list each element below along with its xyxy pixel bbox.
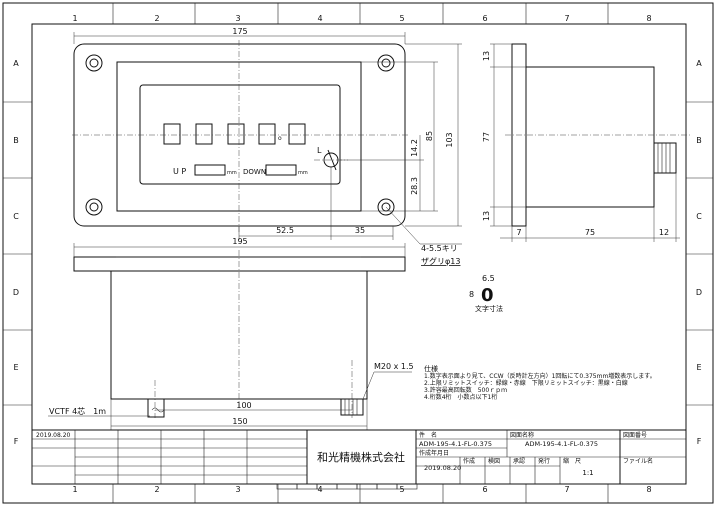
grid-col-5: 5 — [399, 14, 404, 23]
spec-line-4: 4.桁数4桁 小数点以下1桁 — [424, 393, 497, 401]
dim-side-75: 75 — [585, 228, 595, 237]
char-label: 文字寸法 — [475, 304, 503, 313]
down-label: DOWN — [243, 168, 266, 176]
tb-item-value: ADM-195-4.1-FL-0.375 — [419, 440, 492, 448]
grid-col-4-bottom: 4 — [317, 485, 322, 494]
tb-scale-value: 1:1 — [582, 469, 593, 477]
tb-scale-label: 縮 尺 — [563, 457, 581, 465]
dim-side-13-bottom: 13 — [482, 211, 491, 221]
mounting-holes — [85, 54, 395, 216]
spec-title: 仕様 — [424, 364, 438, 373]
grid-col-3-bottom: 3 — [235, 485, 240, 494]
grid-col-2-bottom: 2 — [154, 485, 159, 494]
down-unit: mm — [298, 170, 308, 176]
tb-company: 和光精機株式会社 — [317, 450, 405, 464]
dim-side-13-top: 13 — [482, 51, 491, 61]
grid-col-7-bottom: 7 — [564, 485, 569, 494]
tb-drawing-name-value: ADM-195-4.1-FL-0.375 — [525, 440, 598, 448]
dim-side-7: 7 — [516, 228, 521, 237]
front-window — [139, 84, 341, 185]
dim-195: 195 — [232, 237, 247, 246]
grid-row-c: C — [13, 212, 19, 221]
tb-check-label: 検図 — [488, 457, 500, 465]
tb-created-value: 2019.08.20 — [424, 464, 461, 472]
spec-line-2: 2.上限リミットスイッチ：緑線・赤線 下限リミットスイッチ：黒線・白線 — [424, 379, 628, 387]
grid-col-1-bottom: 1 — [72, 485, 77, 494]
shaft-l-mark: L — [317, 146, 322, 155]
grid-col-3: 3 — [235, 14, 240, 23]
tb-drawing-no-label: 図面番号 — [623, 432, 647, 439]
up-unit: mm — [227, 170, 237, 176]
side-connector — [653, 142, 677, 174]
grid-row-d-right: D — [696, 288, 702, 297]
dim-150: 150 — [232, 417, 247, 426]
spec-line-1: 1.数字表示面より見て、CCW（反時計左方向）1回転にて0.375mm増数表示し… — [424, 372, 656, 380]
title-block: 2019.08.20 和光精機株式会社 件 名 ADM-195-4.1-FL-0… — [31, 429, 687, 490]
counter-digits — [163, 123, 306, 145]
grid-row-d: D — [13, 288, 19, 297]
dim-52-5: 52.5 — [276, 226, 294, 235]
tb-item-label: 件 名 — [419, 431, 437, 439]
grid-col-5-bottom: 5 — [399, 485, 404, 494]
grid-row-f: F — [14, 437, 19, 446]
grid-row-c-right: C — [696, 212, 702, 221]
grid-row-a: A — [13, 59, 19, 68]
grid-col-1: 1 — [72, 14, 77, 23]
grid-col-4: 4 — [317, 14, 322, 23]
grid-col-2: 2 — [154, 14, 159, 23]
dim-28-3: 28.3 — [410, 177, 419, 195]
tb-drawing-name-label: 図面名称 — [510, 431, 534, 439]
thread-note: M20 x 1.5 — [374, 362, 414, 371]
grid-row-f-right: F — [697, 437, 702, 446]
cable-gland — [147, 398, 165, 418]
bottom-flange — [73, 256, 406, 272]
grid-row-b: B — [13, 136, 19, 145]
grid-row-e: E — [13, 363, 18, 372]
char-w: 8 — [469, 290, 474, 299]
dim-103: 103 — [445, 132, 454, 147]
char-digit: 0 — [481, 285, 494, 306]
grid-col-6: 6 — [482, 14, 487, 23]
spec-line-3: 3.許容最高回転数 500ｒｐｍ — [424, 386, 507, 394]
dim-35: 35 — [355, 226, 365, 235]
up-label: U P — [173, 167, 186, 176]
hole-note: 4-5.5キリ — [421, 244, 458, 253]
grid-row-b-right: B — [696, 136, 702, 145]
dim-side-77: 77 — [482, 132, 491, 142]
tb-created-label: 作成年月日 — [419, 449, 449, 457]
tb-issue-label: 発行 — [538, 457, 550, 465]
dim-100: 100 — [236, 401, 251, 410]
dim-85: 85 — [425, 131, 434, 141]
tb-date-top: 2019.08.20 — [36, 432, 71, 439]
grid-row-a-right: A — [696, 59, 702, 68]
char-size-callout: 6.5 8 0 文字寸法 — [469, 274, 503, 313]
up-display — [194, 164, 226, 176]
connector-m20 — [340, 398, 364, 416]
dim-175: 175 — [232, 27, 247, 36]
bottom-view: 195 100 150 M20 x 1.5 VCTF 4芯 1m — [48, 237, 414, 430]
tb-approve-label: 承認 — [513, 457, 525, 465]
dim-side-12: 12 — [659, 228, 669, 237]
side-view: 13 77 13 7 75 12 — [482, 43, 690, 242]
down-display — [265, 164, 297, 176]
grid-col-6-bottom: 6 — [482, 485, 487, 494]
spec-notes: 仕様 1.数字表示面より見て、CCW（反時計左方向）1回転にて0.375mm増数… — [424, 364, 656, 401]
dim-14-2: 14.2 — [410, 139, 419, 157]
grid-col-8: 8 — [646, 14, 651, 23]
decimal-point: o — [278, 135, 282, 142]
front-view: o U P mm DOWN mm L 175 103 85 14.2 28.3 — [72, 27, 462, 266]
tb-author-label: 作成 — [463, 457, 475, 465]
tb-file-label: ファイル名 — [623, 457, 653, 465]
hole-note-counterbore: ザグリφ13 — [421, 256, 460, 266]
side-body — [525, 66, 655, 208]
cable-note: VCTF 4芯 1m — [49, 406, 106, 416]
char-h: 6.5 — [482, 274, 495, 283]
grid-row-e-right: E — [696, 363, 701, 372]
grid-col-7: 7 — [564, 14, 569, 23]
grid-col-8-bottom: 8 — [646, 485, 651, 494]
grid-ticks — [3, 3, 713, 503]
